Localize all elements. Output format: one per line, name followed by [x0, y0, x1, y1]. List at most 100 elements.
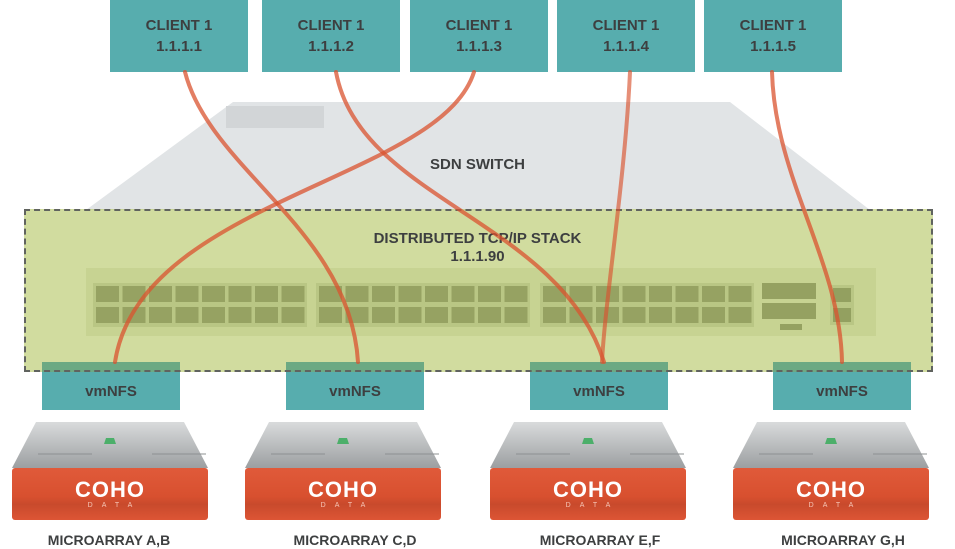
microarray-top-surface [12, 422, 208, 468]
ethernet-port-icon [569, 286, 593, 302]
ethernet-port-icon [504, 286, 528, 302]
microarray-label: MICROARRAY A,B [47, 532, 171, 548]
coho-logo: COHO [796, 476, 866, 502]
client-ip: 1.1.1.3 [456, 38, 502, 55]
status-led-icon [825, 438, 837, 444]
ethernet-port-icon [425, 307, 448, 323]
sfp-port-icon [762, 283, 816, 299]
client-ip: 1.1.1.5 [750, 38, 796, 55]
ethernet-port-icon [319, 307, 342, 323]
ethernet-port-icon [702, 307, 725, 323]
client-box[interactable]: CLIENT 1 1.1.1.1 [110, 0, 248, 72]
vmnfs-label: vmNFS [816, 382, 868, 400]
ethernet-port-icon [451, 286, 475, 302]
switch-top-panel [226, 106, 324, 128]
ethernet-port-icon [398, 286, 422, 302]
vmnfs-connector-band [530, 362, 668, 372]
ethernet-port-icon [504, 307, 528, 323]
ethernet-port-icon [149, 286, 172, 302]
ethernet-port-icon [202, 307, 225, 323]
stack-border-bottom [24, 370, 933, 372]
microarray-label: MICROARRAY E,F [539, 532, 661, 548]
sfp-port-icon [762, 303, 816, 319]
ethernet-port-icon [649, 286, 672, 302]
microarray-label: MICROARRAY G,H [781, 532, 905, 548]
ethernet-port-icon [228, 286, 252, 302]
link-client-3-to-vmnfs-a-b [113, 70, 476, 364]
switch-top-surface [86, 102, 870, 210]
ethernet-port-icon [728, 307, 752, 323]
sdn-switch-label: SDN SWITCH [430, 156, 525, 173]
ethernet-port-icon [702, 286, 725, 302]
ethernet-port-icon [175, 286, 199, 302]
microarray-top-surface [490, 422, 686, 468]
coho-logo: COHO [75, 476, 145, 502]
ethernet-port-icon [281, 286, 305, 302]
coho-logo-subtitle: DATA [808, 501, 863, 509]
ethernet-port-icon [202, 286, 225, 302]
stack-label: DISTRIBUTED TCP/IP STACK [373, 230, 582, 247]
stack-ip: 1.1.1.90 [450, 248, 505, 265]
ethernet-port-icon [319, 286, 342, 302]
coho-logo-subtitle: DATA [320, 501, 375, 509]
ethernet-port-icon [478, 286, 501, 302]
client-name: CLIENT 1 [592, 17, 660, 34]
ethernet-port-icon [122, 286, 146, 302]
ethernet-port-icon [478, 307, 501, 323]
vmnfs-connector-band [773, 362, 911, 372]
client-box[interactable]: CLIENT 1 1.1.1.5 [704, 0, 842, 72]
coho-logo-subtitle: DATA [565, 501, 620, 509]
link-client-1-to-vmnfs-c-d [183, 70, 360, 364]
ethernet-port-icon [281, 307, 305, 323]
client-name: CLIENT 1 [445, 17, 513, 34]
status-led-icon [582, 438, 594, 444]
client-ip: 1.1.1.2 [308, 38, 354, 55]
client-box[interactable]: CLIENT 1 1.1.1.2 [262, 0, 400, 72]
ethernet-port-icon [96, 286, 119, 302]
link-client-5-to-vmnfs-g-h [770, 70, 844, 364]
ethernet-port-icon [425, 286, 448, 302]
microarray-top-surface [245, 422, 441, 468]
ethernet-port-icon [675, 307, 699, 323]
mgmt-port-icon [833, 288, 851, 302]
ethernet-port-icon [255, 307, 278, 323]
status-led-icon [337, 438, 349, 444]
coho-logo: COHO [308, 476, 378, 502]
microarray-label: MICROARRAY C,D [293, 532, 417, 548]
vmnfs-connector-band [42, 362, 180, 372]
coho-logo: COHO [553, 476, 623, 502]
ethernet-port-icon [255, 286, 278, 302]
ethernet-port-icon [398, 307, 422, 323]
ethernet-port-icon [543, 307, 566, 323]
vmnfs-connector-band [286, 362, 424, 372]
vmnfs-label: vmNFS [329, 382, 381, 400]
microarray-top-surface [733, 422, 929, 468]
ethernet-port-icon [372, 307, 395, 323]
ethernet-port-icon [451, 307, 475, 323]
ethernet-port-icon [149, 307, 172, 323]
ethernet-port-icon [728, 286, 752, 302]
client-box[interactable]: CLIENT 1 1.1.1.3 [410, 0, 548, 72]
client-box[interactable]: CLIENT 1 1.1.1.4 [557, 0, 695, 72]
client-name: CLIENT 1 [297, 17, 365, 34]
ethernet-port-icon [649, 307, 672, 323]
ethernet-port-icon [175, 307, 199, 323]
ethernet-port-icon [372, 286, 395, 302]
coho-logo-subtitle: DATA [87, 501, 142, 509]
usb-port-icon [780, 324, 802, 330]
vmnfs-label: vmNFS [573, 382, 625, 400]
ethernet-port-icon [622, 307, 646, 323]
ethernet-port-icon [228, 307, 252, 323]
vmnfs-label: vmNFS [85, 382, 137, 400]
ethernet-port-icon [622, 286, 646, 302]
link-client-2-to-vmnfs-e-f [334, 70, 606, 364]
client-ip: 1.1.1.1 [156, 38, 202, 55]
